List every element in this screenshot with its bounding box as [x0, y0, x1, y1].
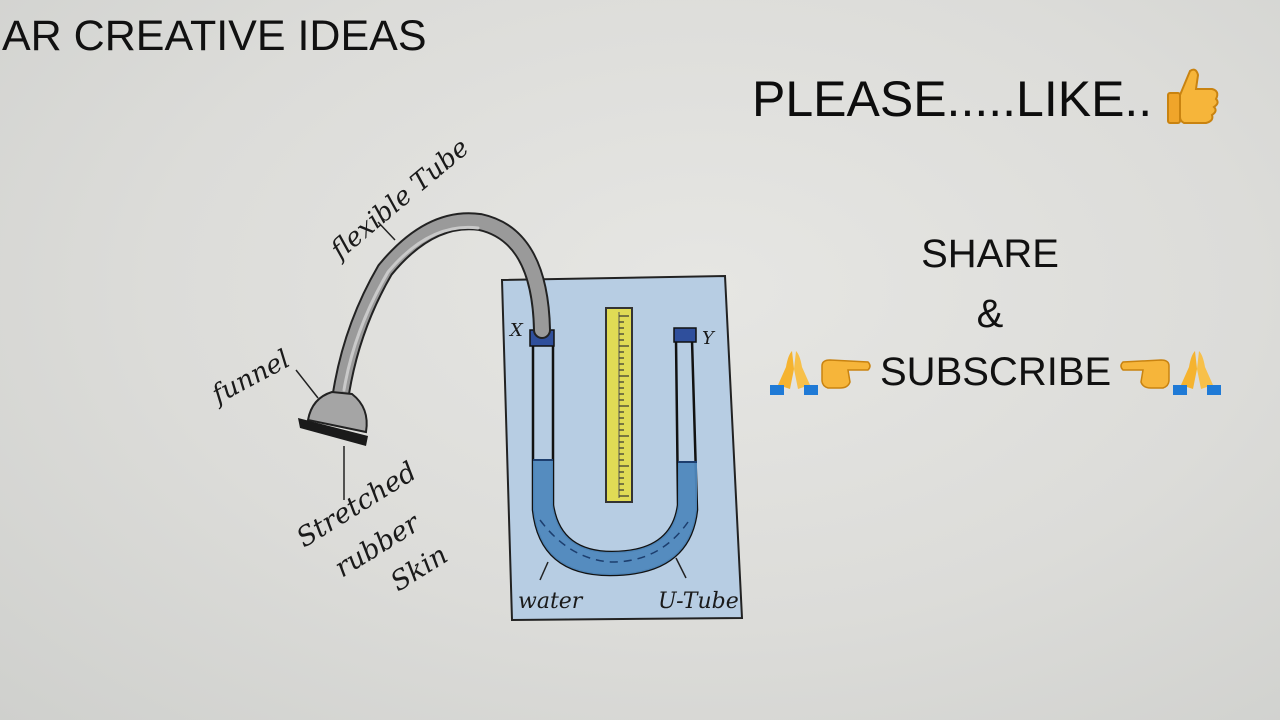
subscribe-text: SUBSCRIBE	[880, 349, 1112, 394]
like-prompt: PLEASE.....LIKE..	[752, 68, 1220, 128]
subscribe-prompt: SUBSCRIBE	[768, 346, 1223, 398]
water-column	[533, 460, 697, 575]
pointing-right-icon	[821, 359, 871, 389]
u-tube	[531, 339, 699, 577]
label-u-tube: U-Tube	[658, 589, 739, 614]
folded-hands-icon	[770, 351, 818, 395]
label-funnel: funnel	[205, 344, 295, 411]
rubber-membrane	[298, 418, 368, 446]
clip-y	[673, 327, 697, 343]
thumbs-up-icon	[1167, 68, 1219, 124]
label-x: X	[508, 320, 524, 341]
measuring-scale	[605, 307, 633, 503]
ampersand-text: &	[976, 292, 1004, 336]
like-text: PLEASE.....LIKE..	[752, 71, 1153, 127]
folded-hands-icon	[1173, 351, 1222, 395]
pointing-left-icon	[1120, 359, 1170, 389]
label-water: water	[518, 589, 584, 614]
label-y: Y	[702, 328, 716, 349]
share-text: SHARE	[921, 232, 1059, 276]
funnel	[298, 390, 368, 446]
channel-title: AR CREATIVE IDEAS	[2, 12, 427, 60]
